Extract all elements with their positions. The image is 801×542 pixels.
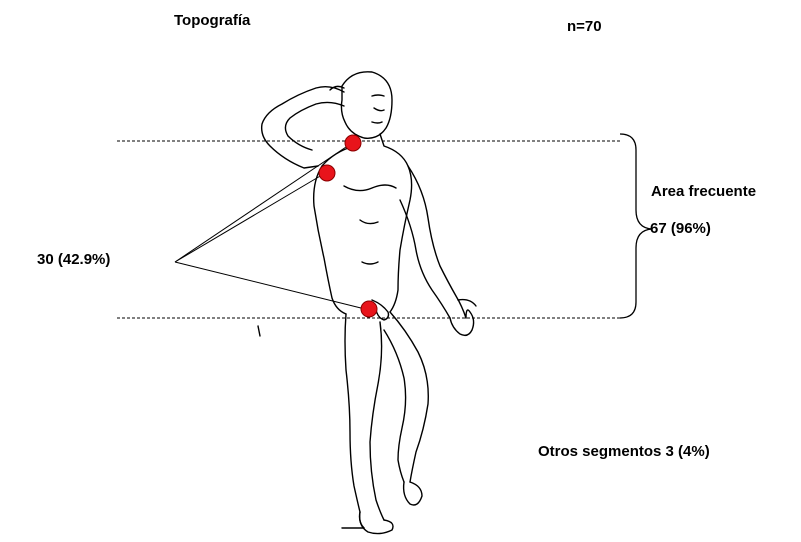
sample-size-label: n=70 <box>567 18 602 35</box>
neck-marker <box>345 135 361 151</box>
shoulder-marker <box>319 165 335 181</box>
leader-line-neck <box>175 143 352 262</box>
groin-marker <box>361 301 377 317</box>
cluster-count-label: 30 (42.9%) <box>37 251 110 268</box>
frequent-area-brace <box>620 134 652 318</box>
other-segments-label: Otros segmentos 3 (4%) <box>538 443 710 460</box>
diagram-title: Topografía <box>174 12 250 29</box>
frequent-area-value: 67 (96%) <box>650 220 711 237</box>
leader-line-groin <box>175 262 369 310</box>
frequent-area-label: Area frecuente <box>651 183 756 200</box>
leader-line-shoulder <box>175 172 327 262</box>
